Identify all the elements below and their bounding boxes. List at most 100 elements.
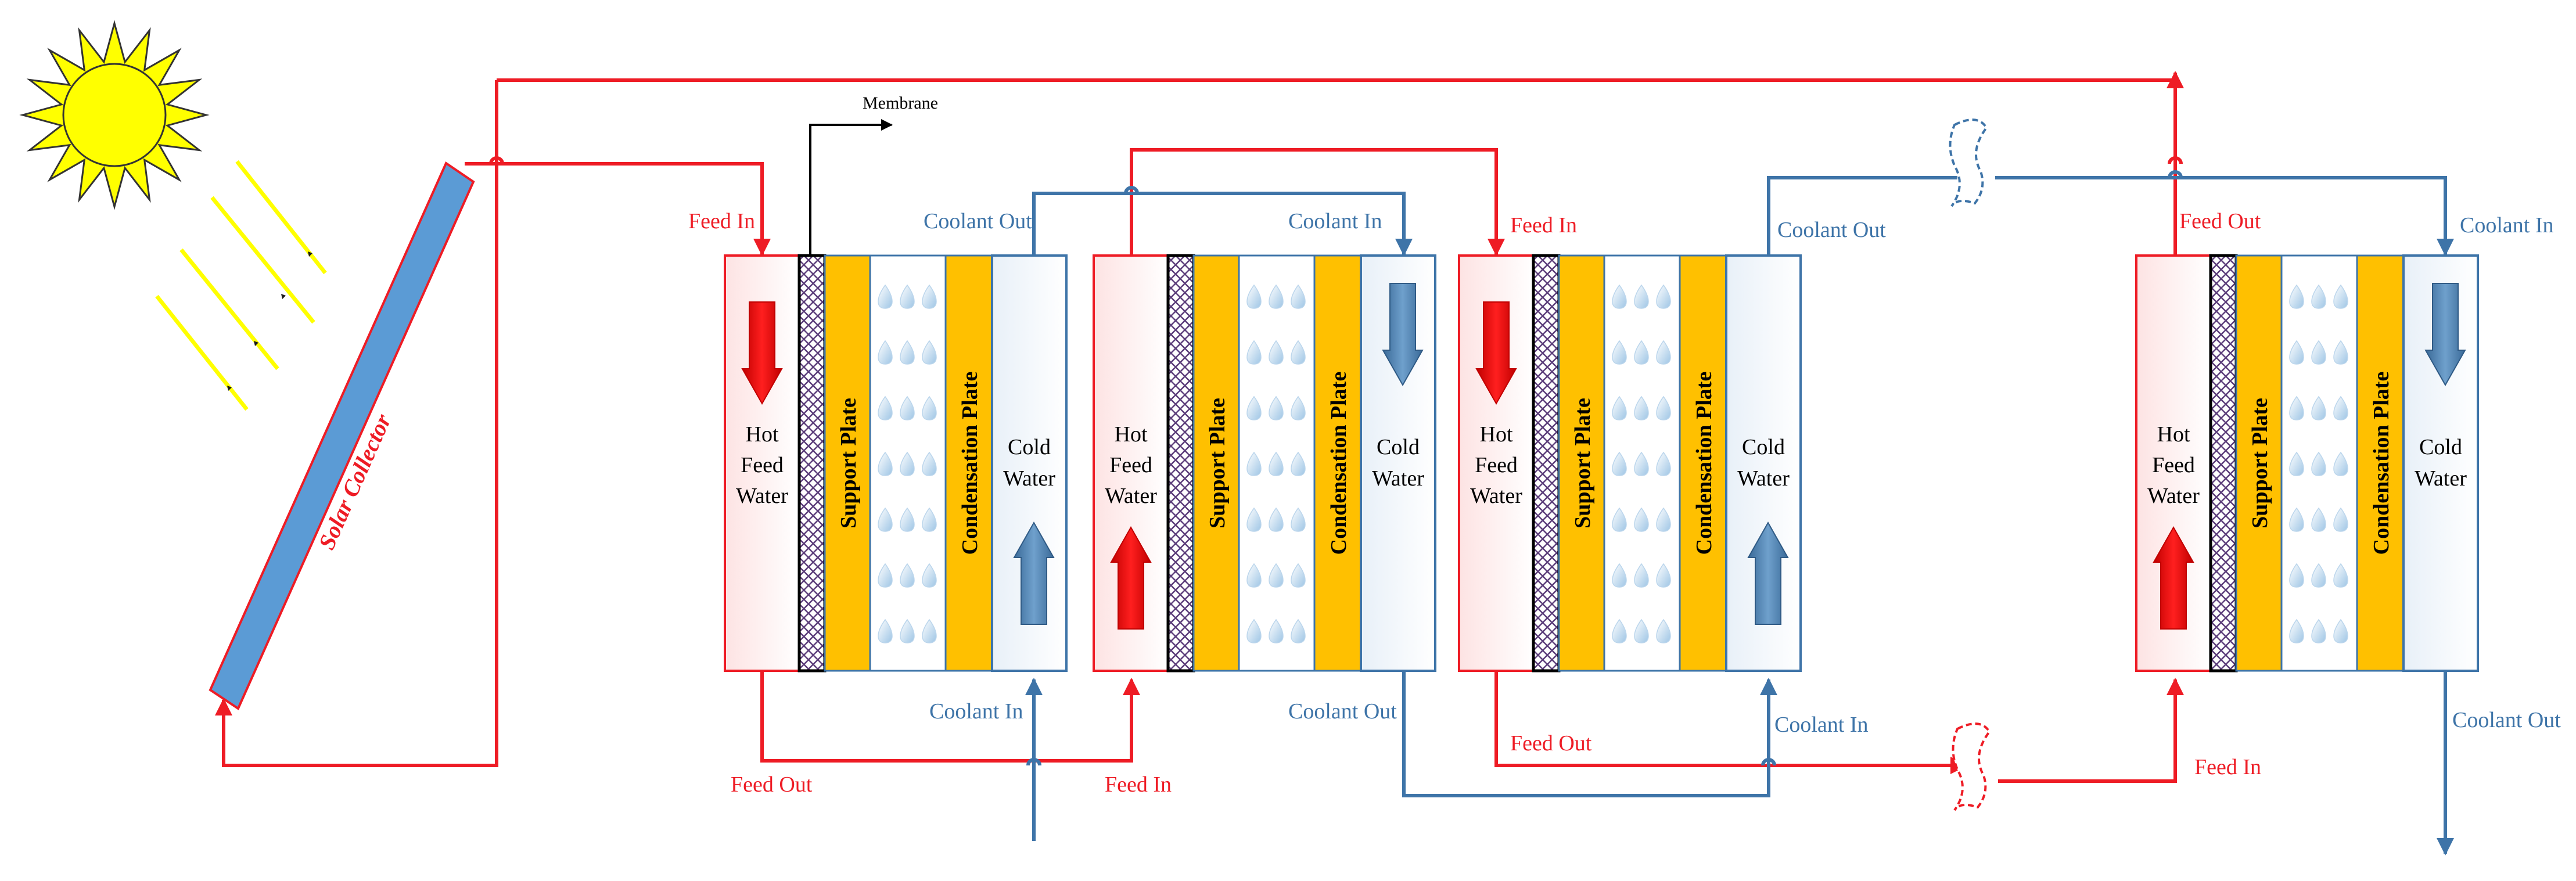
droplet-icon [1656,507,1671,532]
droplet-icon [878,284,893,309]
hot-feed-label-line1: Hot [1480,422,1513,447]
droplet-icon [2311,451,2326,476]
support-plate-label: Support Plate [2248,398,2272,528]
coolant-m2-to-m3 [1402,671,1777,797]
droplet-icon [1634,451,1649,476]
droplet-icon [900,340,915,365]
droplet-icon [1634,395,1649,420]
cold-flow-up-arrow [1013,521,1055,625]
droplet-icon [1634,284,1649,309]
droplet-icon [900,284,915,309]
hot-feed-label-line3: Water [1105,484,1157,508]
support-plate-label: Support Plate [1205,398,1230,528]
droplet-icon [1291,619,1306,643]
droplet-icon [1269,284,1284,309]
droplet-icon [900,563,915,588]
droplet-icon [1291,284,1306,309]
droplet-icon [2289,284,2304,309]
cold-flow-down-arrow [2424,283,2466,387]
support-plate-label: Support Plate [1571,398,1595,528]
droplet-icon [922,395,937,420]
condensation-plate-label: Condensation Plate [2369,372,2394,555]
condensation-plate-label: Condensation Plate [1692,372,1716,555]
droplet-icon [1246,395,1262,420]
droplet-icon [2289,451,2304,476]
droplet-icon [2311,507,2326,532]
droplet-icon [2333,563,2348,588]
droplet-icon [2311,619,2326,643]
feed-out-label-1: Feed Out [731,772,813,797]
feed-in-label-3: Feed In [1510,213,1577,238]
droplet-icon [1291,563,1306,588]
droplet-icon [2289,619,2304,643]
droplet-icon [2333,284,2348,309]
feed-in-label-4: Feed In [2194,755,2261,779]
cold-water-label-line1: Cold [1008,435,1051,459]
feed-in-label-1: Feed In [688,209,755,233]
membrane-pointer [809,119,893,258]
membrane-label: Membrane [863,94,938,113]
hot-feed-label-line2: Feed [1109,453,1152,477]
condensate-droplets [878,284,937,643]
cold-water-label-line1: Cold [1377,435,1420,459]
droplet-icon [922,619,937,643]
condensation-plate-label: Condensation Plate [1327,372,1351,555]
droplet-icon [1269,451,1284,476]
membrane [1532,254,1561,673]
droplet-icon [2333,395,2348,420]
feed-inlet-module-1 [465,162,771,256]
sun-icon [19,20,210,210]
coolant-out-label-3: Coolant Out [1777,218,1886,242]
droplet-icon [1634,507,1649,532]
droplet-icon [1612,563,1627,588]
coolant-in-label-4: Coolant In [2460,213,2553,238]
condensate-droplets [2289,284,2348,643]
coolant-out-label-4: Coolant Out [2452,708,2561,732]
condensation-plate [2356,254,2405,672]
feed-top-header [497,71,2184,88]
coolant-m3-to-break [1767,176,1957,256]
droplet-icon [878,507,893,532]
droplet-icon [1269,507,1284,532]
droplet-icon [1246,619,1262,643]
droplet-icon [1656,451,1671,476]
droplet-icon [2311,284,2326,309]
cold-flow-up-arrow [1747,521,1789,625]
hot-feed-label-line3: Water [1470,484,1522,508]
support-plate [824,254,871,672]
feed-m3-to-break [1494,671,1968,774]
droplet-icon [900,507,915,532]
droplet-icon [1612,507,1627,532]
droplet-icon [1291,340,1306,365]
feed-in-label-2: Feed In [1105,772,1172,797]
feed-out-label-3: Feed Out [1510,731,1592,756]
droplet-icon [1246,284,1262,309]
cold-water-label-line2: Water [1372,466,1424,491]
droplet-icon [2289,507,2304,532]
droplet-icon [2333,340,2348,365]
condensation-plate [1679,254,1727,672]
coolant-in-label-1: Coolant In [929,699,1023,724]
droplet-icon [2333,619,2348,643]
hot-flow-up-arrow [1110,526,1152,630]
droplet-icon [1246,451,1262,476]
feed-out-label-4: Feed Out [2179,209,2261,233]
hot-feed-label-line2: Feed [1475,453,1518,477]
droplet-icon [1656,340,1671,365]
feed-m1-to-m2 [760,671,1140,763]
coolant-break-to-m4 [1995,176,2454,256]
droplet-icon [878,451,893,476]
droplet-icon [2333,507,2348,532]
membrane [2209,254,2238,673]
droplet-icon [1612,451,1627,476]
feed-m2-to-m3 [1130,148,1505,256]
feed-piping [215,71,2184,783]
feed-return-line [215,80,498,767]
hot-flow-up-arrow [2153,526,2194,630]
droplet-icon [1634,563,1649,588]
membrane [1166,254,1195,673]
